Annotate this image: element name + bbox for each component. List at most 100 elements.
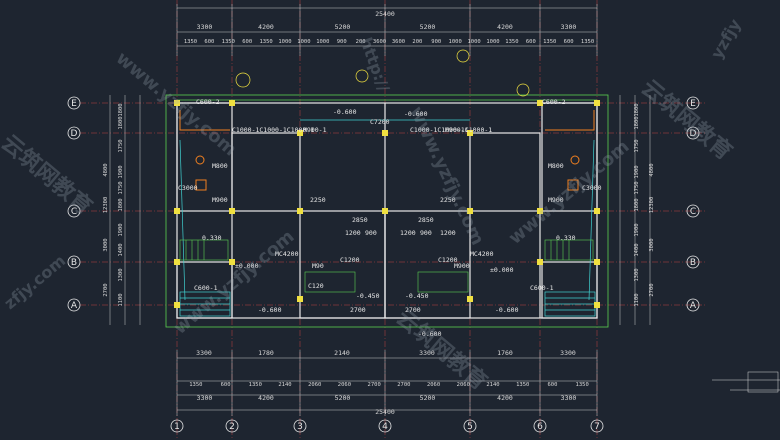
axis-bubble-left: B [71, 258, 77, 268]
dim-bottom-row2: 1350 [189, 382, 202, 388]
axis-bubble-left: C [71, 207, 77, 217]
dim-total-bottom: 25400 [375, 408, 395, 416]
dim-top-row2: 3600 [373, 39, 386, 45]
dim-left: 1750 [118, 139, 124, 152]
room-label-mc4200-r: MC4200 [470, 250, 494, 258]
dim-bottom-row3: 5200 [420, 394, 436, 402]
room-label-lvl-0600-r: -0.600 [495, 306, 519, 314]
dim-top-row2: 600 [204, 39, 214, 45]
dim-right: 1100 [634, 293, 640, 306]
dim-top-row2: 1350 [543, 39, 556, 45]
axis-bubble-bottom: 2 [229, 422, 235, 432]
dim-left: 1750 [118, 181, 124, 194]
dim-right: 1900 [634, 165, 640, 178]
axis-bubble-right: B [690, 258, 696, 268]
room-label-c1200-l: C1200 [340, 256, 360, 264]
room-label-c120-l: C120 [308, 282, 324, 290]
dim-bottom-row2: 600 [221, 382, 231, 388]
dim-right: 1900 [634, 223, 640, 236]
room-label-c3000-r: C3000 [582, 184, 602, 192]
dim-top-row2: 200 [356, 39, 366, 45]
room-label-c1000-right: C1000-1C1000-1C1000-1 [410, 126, 492, 134]
dim-left-total: 12300 [103, 197, 109, 214]
dim-bottom-row1: 2140 [334, 349, 350, 357]
dim-bottom-row1: 3300 [419, 349, 435, 357]
dim-left-total: 3000 [103, 238, 109, 251]
room-label-m900-right: M900-1 [445, 126, 469, 134]
axis-bubble-right: D [690, 129, 697, 139]
dim-right-total: 2700 [649, 283, 655, 296]
dim-bottom-row3: 4200 [497, 394, 513, 402]
dim-top-row1: 3300 [561, 23, 577, 31]
dim-top-row2: 1000 [467, 39, 480, 45]
room-label-c1200-r: C1200 [438, 256, 458, 264]
watermark-url: www.yzfjy.com [170, 226, 299, 339]
room-label-d2850a: 2850 [352, 216, 368, 224]
room-label-c600-2-right: C600-2 [542, 98, 566, 106]
room-label-m900-r: M900 [548, 196, 564, 204]
dim-top-row2: 3600 [392, 39, 405, 45]
axis-bubble-right: E [690, 99, 696, 109]
dim-right: 1800 [634, 103, 640, 116]
dim-top-row2: 1000 [486, 39, 499, 45]
dim-top-row2: 1350 [222, 39, 235, 45]
room-label-c3000-l: C3000 [178, 184, 198, 192]
axis-bubble-bottom: 4 [382, 422, 388, 432]
room-label-r1200b: 1200 [400, 229, 416, 237]
dim-top-row2: 1350 [505, 39, 518, 45]
room-label-d2250b: 2250 [440, 196, 456, 204]
dim-right: 1750 [634, 139, 640, 152]
room-label-c7200: C7200 [370, 118, 390, 126]
watermark-corner: yzfjy [707, 15, 745, 62]
dim-bottom-row2: 600 [547, 382, 557, 388]
dim-bottom-row1: 3300 [560, 349, 576, 357]
dim-bottom-row1: 1780 [258, 349, 274, 357]
dim-bottom-row2: 2700 [397, 382, 410, 388]
dim-top-row2: 1000 [316, 39, 329, 45]
dim-left: 1100 [118, 293, 124, 306]
room-label-lvl-0600-c: -0.600 [418, 330, 442, 338]
dim-left: 1400 [118, 243, 124, 256]
room-label-m900-l: M900 [212, 196, 228, 204]
dim-left: 1800 [118, 116, 124, 129]
room-label-lvl-0600b: -0.600 [404, 110, 428, 118]
room-label-c1000-left: C1000-1C1000-1C1000-1 [232, 126, 314, 134]
dim-top-row1: 5200 [335, 23, 351, 31]
dim-bottom-row1: 1760 [497, 349, 513, 357]
room-label-m800-l: M800 [212, 162, 228, 170]
room-label-d2700-l: 2700 [350, 306, 366, 314]
room-label-m90-l: M90 [312, 262, 324, 270]
dim-right: 1800 [634, 116, 640, 129]
dim-right: 1300 [634, 268, 640, 281]
room-label-m900-left: M900-1 [303, 126, 327, 134]
dim-left-total: 4800 [103, 163, 109, 176]
dim-right-total: 3000 [649, 238, 655, 251]
axis-bubble-left: D [71, 129, 78, 139]
axis-bubble-bottom: 5 [467, 422, 473, 432]
dim-top-row2: 1000 [278, 39, 291, 45]
axis-bubble-bottom: 1 [174, 422, 180, 432]
watermark-brand: 云筑网教育 [636, 75, 737, 166]
dim-top-row2: 200 [412, 39, 422, 45]
dim-left: 1900 [118, 165, 124, 178]
axis-bubble-right: C [690, 207, 696, 217]
dim-total-top: 25400 [375, 10, 395, 18]
room-label-z0000-l: ±0.000 [235, 262, 259, 270]
room-label-d2850b: 2850 [418, 216, 434, 224]
watermark-url: www.yzfjy.com [112, 48, 241, 161]
room-label-mc4200-l: MC4200 [275, 250, 299, 258]
room-label-c600-1-l: C600-1 [194, 284, 218, 292]
dim-top-row2: 1350 [581, 39, 594, 45]
room-label-d2250a: 2250 [310, 196, 326, 204]
dim-right-total: 4800 [649, 163, 655, 176]
dim-bottom-row3: 3300 [561, 394, 577, 402]
room-label-c600-2-left: C600-2 [196, 98, 220, 106]
dim-bottom-row2: 2060 [457, 382, 470, 388]
dim-right: 1400 [634, 243, 640, 256]
axis-bubble-left: A [71, 301, 78, 311]
dim-bottom-row1: 3300 [196, 349, 212, 357]
dim-top-row1: 4200 [258, 23, 274, 31]
dim-top-row2: 1350 [259, 39, 272, 45]
